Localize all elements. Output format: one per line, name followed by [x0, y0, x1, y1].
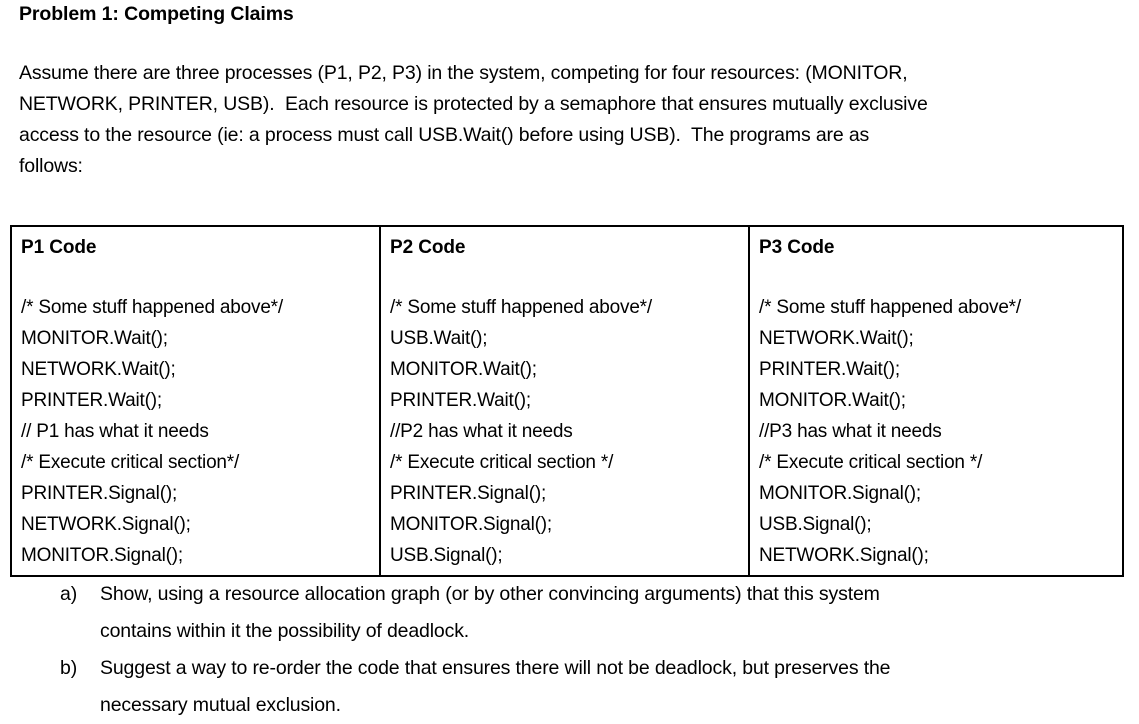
code-line: /* Some stuff happened above*/ — [759, 297, 1021, 318]
list-item: a) Show, using a resource allocation gra… — [0, 576, 1139, 650]
intro-paragraph: Assume there are three processes (P1, P2… — [19, 58, 1109, 182]
code-line: /* Some stuff happened above*/ — [390, 297, 652, 318]
column-header-p2: P2 Code — [390, 237, 466, 258]
code-line: PRINTER.Wait(); — [21, 390, 162, 411]
column-header-p1: P1 Code — [21, 237, 97, 258]
code-line: NETWORK.Wait(); — [21, 359, 176, 380]
code-line: MONITOR.Wait(); — [21, 328, 168, 349]
code-line: //P3 has what it needs — [759, 421, 942, 442]
code-line: NETWORK.Wait(); — [759, 328, 914, 349]
intro-line: follows: — [19, 155, 83, 177]
code-line: PRINTER.Wait(); — [390, 390, 531, 411]
code-line: USB.Signal(); — [390, 545, 503, 566]
code-line: USB.Wait(); — [390, 328, 488, 349]
code-line: NETWORK.Signal(); — [759, 545, 929, 566]
code-line: //P2 has what it needs — [390, 421, 573, 442]
list-item: b) Suggest a way to re-order the code th… — [0, 650, 1139, 724]
code-line: MONITOR.Signal(); — [390, 514, 552, 535]
list-line: Suggest a way to re-order the code that … — [100, 657, 891, 679]
intro-line: Assume there are three processes (P1, P2… — [19, 62, 908, 84]
list-line: necessary mutual exclusion. — [100, 694, 341, 716]
table-cell-p1: P1 Code /* Some stuff happened above*/ M… — [11, 226, 381, 576]
intro-line: access to the resource (ie: a process mu… — [19, 124, 870, 146]
code-line: MONITOR.Wait(); — [759, 390, 906, 411]
code-line: NETWORK.Signal(); — [21, 514, 191, 535]
code-block-p2: /* Some stuff happened above*/ USB.Wait(… — [390, 292, 748, 571]
table-cell-p3: P3 Code /* Some stuff happened above*/ N… — [749, 226, 1123, 576]
page-title: Problem 1: Competing Claims — [19, 3, 294, 25]
code-line: // P1 has what it needs — [21, 421, 209, 442]
list-marker: b) — [60, 657, 78, 679]
header-spacer — [21, 261, 379, 292]
code-line: USB.Signal(); — [759, 514, 872, 535]
code-line: MONITOR.Signal(); — [21, 545, 183, 566]
intro-line: NETWORK, PRINTER, USB). Each resource is… — [19, 93, 928, 115]
code-line: PRINTER.Signal(); — [21, 483, 178, 504]
code-block-p3: /* Some stuff happened above*/ NETWORK.W… — [759, 292, 1122, 571]
list-line: contains within it the possibility of de… — [100, 620, 470, 642]
table-row: P1 Code /* Some stuff happened above*/ M… — [11, 226, 1123, 576]
code-line: /* Some stuff happened above*/ — [21, 297, 283, 318]
list-marker: a) — [60, 583, 78, 605]
code-line: /* Execute critical section */ — [390, 452, 614, 473]
code-line: PRINTER.Wait(); — [759, 359, 900, 380]
code-line: PRINTER.Signal(); — [390, 483, 547, 504]
code-line: MONITOR.Signal(); — [759, 483, 921, 504]
column-header-p3: P3 Code — [759, 237, 835, 258]
code-line: /* Execute critical section */ — [759, 452, 983, 473]
code-block-p1: /* Some stuff happened above*/ MONITOR.W… — [21, 292, 379, 571]
list-item-text: Show, using a resource allocation graph … — [100, 576, 1139, 650]
header-spacer — [390, 261, 748, 292]
list-line: Show, using a resource allocation graph … — [100, 583, 880, 605]
header-spacer — [759, 261, 1122, 292]
question-list: a) Show, using a resource allocation gra… — [0, 576, 1139, 724]
code-line: /* Execute critical section*/ — [21, 452, 240, 473]
list-item-text: Suggest a way to re-order the code that … — [100, 650, 1139, 724]
code-line: MONITOR.Wait(); — [390, 359, 537, 380]
table-cell-p2: P2 Code /* Some stuff happened above*/ U… — [380, 226, 750, 576]
process-code-table: P1 Code /* Some stuff happened above*/ M… — [10, 225, 1124, 577]
